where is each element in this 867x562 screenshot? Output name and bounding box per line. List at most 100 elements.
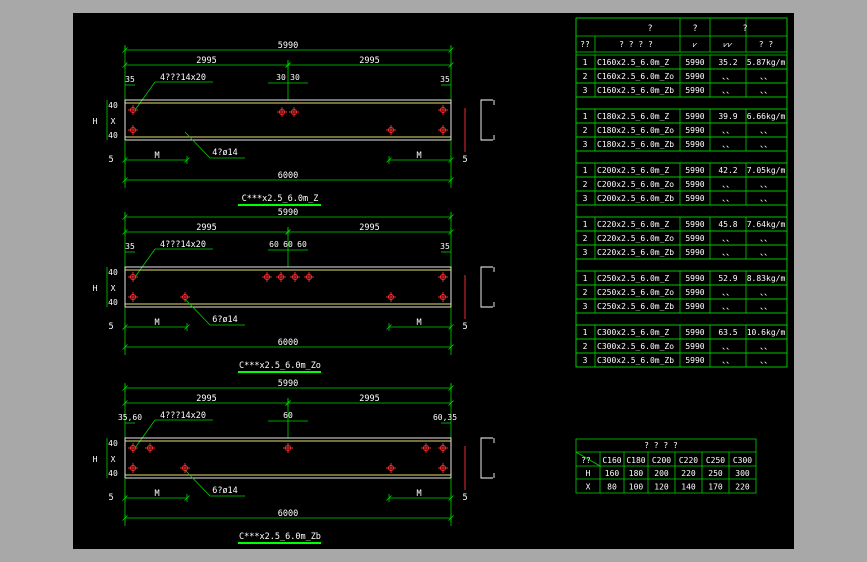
gap-label-right: 35 [440, 75, 450, 84]
row-length: 5990 [685, 126, 704, 135]
edge-distance-bottom: 40 [108, 469, 118, 478]
row-length: 5990 [685, 220, 704, 229]
end-label-right: 5 [462, 322, 467, 332]
view-title: C***x2.5_6.0m_Z [242, 194, 319, 204]
gap-label-right: 60,35 [433, 413, 457, 422]
row-length: 5990 [685, 274, 704, 283]
m-label-left: M [154, 318, 159, 328]
total-length-dim-value: 6000 [278, 338, 298, 348]
center-spacing-label: 60 [297, 240, 307, 249]
row-index: 1 [583, 58, 588, 67]
row-length: 5990 [685, 342, 704, 351]
row-name: C200x2.5_6.0m_Zb [597, 194, 674, 203]
row-name: C200x2.5_6.0m_Z [597, 166, 669, 175]
c-profile-icon [480, 437, 493, 479]
row-index: 2 [583, 342, 588, 351]
row-index: 2 [583, 288, 588, 297]
row-weight: 、、 [722, 86, 734, 95]
row-name: C200x2.5_6.0m_Zo [597, 180, 674, 189]
table-spacer-row [575, 150, 788, 164]
table-header: ? [742, 24, 747, 34]
row-unit-weight: 、、 [760, 140, 772, 149]
row-unit-weight: 、、 [760, 86, 772, 95]
row-name: C180x2.5_6.0m_Zb [597, 140, 674, 149]
height-label: H [93, 117, 98, 126]
size-row-label: H [586, 469, 591, 478]
row-name: C160x2.5_6.0m_Z [597, 58, 669, 67]
row-index: 1 [583, 112, 588, 121]
table-header: ? [647, 24, 652, 34]
overall-length-dim-value: 5990 [278, 41, 298, 51]
row-length: 5990 [685, 288, 704, 297]
row-weight: 42.2 [718, 166, 737, 175]
row-unit-weight: 、、 [760, 248, 772, 257]
row-weight: 、、 [722, 126, 734, 135]
edge-distance-bottom: 40 [108, 298, 118, 307]
size-column-header: C160 [602, 456, 621, 465]
m-label-right: M [416, 318, 421, 328]
c-profile-icon [480, 266, 493, 308]
row-length: 5990 [685, 140, 704, 149]
edge-distance-top: 40 [108, 439, 118, 448]
overall-length-dim-value: 5990 [278, 379, 298, 389]
total-length-dim-value: 6000 [278, 509, 298, 519]
edge-distance-bottom: 40 [108, 131, 118, 140]
left-half-dim-value: 2995 [196, 394, 216, 404]
beam-outline [124, 437, 452, 479]
row-index: 1 [583, 328, 588, 337]
m-label-left: M [154, 489, 159, 499]
row-unit-weight: 6.66kg/m [747, 112, 786, 121]
row-name: C220x2.5_6.0m_Z [597, 220, 669, 229]
table-subheader: ? ? [759, 40, 774, 49]
size-value: 220 [681, 469, 696, 478]
right-half-dim-value: 2995 [359, 223, 379, 233]
table-subheader: ? ? ? ? [619, 40, 653, 49]
hole-note: 6?ø14 [212, 315, 238, 325]
row-name: C250x2.5_6.0m_Z [597, 274, 669, 283]
row-name: C220x2.5_6.0m_Zo [597, 234, 674, 243]
gap-label-left: 35 [125, 242, 135, 251]
row-unit-weight: 8.83kg/m [747, 274, 786, 283]
row-index: 3 [583, 248, 588, 257]
size-value: 200 [654, 469, 669, 478]
size-value: 80 [607, 483, 617, 492]
size-column-header: C180 [626, 456, 645, 465]
row-index: 3 [583, 194, 588, 203]
row-weight: 、、 [722, 288, 734, 297]
center-spacing-label: 30 [276, 73, 286, 82]
size-table-title: ? ? ? ? [644, 441, 678, 450]
gap-label-left: 35 [125, 75, 135, 84]
view-title: C***x2.5_6.0m_Zo [239, 361, 321, 371]
row-weight: 、、 [722, 342, 734, 351]
row-unit-weight: 7.05kg/m [747, 166, 786, 175]
slot-note: 4???14x20 [160, 411, 206, 421]
end-label-left: 5 [108, 322, 113, 332]
size-value: 160 [605, 469, 620, 478]
row-unit-weight: 、、 [760, 126, 772, 135]
end-label-right: 5 [462, 493, 467, 503]
row-name: C180x2.5_6.0m_Zo [597, 126, 674, 135]
slot-note-leader [134, 419, 156, 449]
row-length: 5990 [685, 356, 704, 365]
size-row-label: X [586, 483, 591, 492]
hole-note: 4?ø14 [212, 148, 238, 158]
table-subheader: ?? [580, 40, 590, 49]
hole-note: 6?ø14 [212, 486, 238, 496]
height-label: H [93, 284, 98, 293]
row-unit-weight: 、、 [760, 302, 772, 311]
row-length: 5990 [685, 72, 704, 81]
row-index: 2 [583, 126, 588, 135]
size-value: 100 [629, 483, 644, 492]
row-name: C180x2.5_6.0m_Z [597, 112, 669, 121]
row-unit-weight: 、、 [760, 194, 772, 203]
row-weight: 、、 [722, 302, 734, 311]
row-name: C300x2.5_6.0m_Zo [597, 342, 674, 351]
row-length: 5990 [685, 194, 704, 203]
size-value: 300 [735, 469, 750, 478]
m-label-right: M [416, 489, 421, 499]
slot-note: 4???14x20 [160, 240, 206, 250]
slot-note-leader [134, 81, 156, 111]
